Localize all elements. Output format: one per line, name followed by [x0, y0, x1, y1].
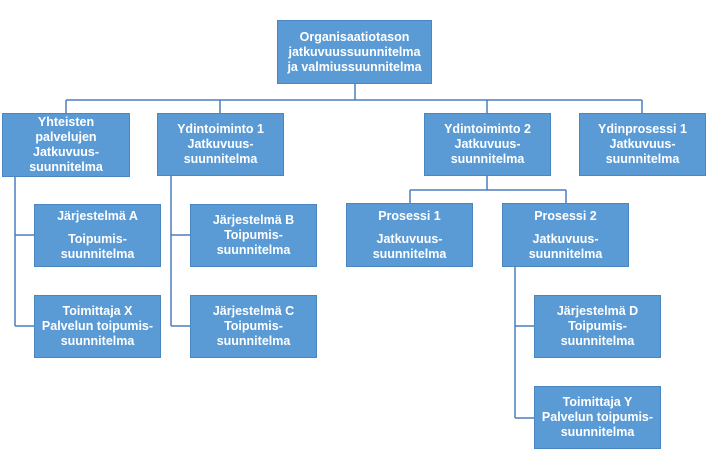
jarjestelma-c-line-2: Toipumis-: [224, 319, 283, 333]
node-jarjestelma-a: Järjestelmä A Toipumis- suunnitelma: [34, 204, 161, 267]
node-jarjestelma-d: Järjestelmä D Toipumis- suunnitelma: [534, 295, 661, 358]
jarjestelma-b-line-3: suunnitelma: [216, 243, 291, 257]
prosessi1-line-3: suunnitelma: [372, 246, 447, 261]
ydintoiminto2-line-2: Jatkuvuus-: [454, 137, 521, 151]
toimittaja-x-line-3: suunnitelma: [60, 334, 135, 348]
ydintoiminto1-line-3: suunnitelma: [183, 152, 258, 166]
jarjestelma-d-line-3: suunnitelma: [560, 334, 635, 348]
toimittaja-y-line-1: Toimittaja Y: [562, 395, 633, 409]
jarjestelma-d-line-1: Järjestelmä D: [556, 304, 639, 318]
ydinprosessi1-line-3: suunnitelma: [605, 152, 680, 166]
prosessi1-line-1: Prosessi 1: [378, 208, 441, 223]
ydintoiminto1-line-2: Jatkuvuus-: [187, 137, 254, 151]
node-jarjestelma-b: Järjestelmä B Toipumis- suunnitelma: [190, 204, 317, 267]
node-ydintoiminto-1: Ydintoiminto 1 Jatkuvuus- suunnitelma: [157, 113, 284, 176]
toimittaja-y-line-3: suunnitelma: [560, 425, 635, 439]
jarjestelma-c-line-1: Järjestelmä C: [212, 304, 295, 318]
jarjestelma-a-line-3: suunnitelma: [60, 247, 135, 261]
ydintoiminto1-line-1: Ydintoiminto 1: [177, 122, 264, 136]
root-line-1: Organisaatiotason: [299, 29, 410, 44]
jarjestelma-b-line-1: Järjestelmä B: [212, 213, 295, 227]
yhteiset-line-1: Yhteisten: [37, 115, 95, 129]
prosessi2-line-3: suunnitelma: [528, 246, 603, 261]
node-prosessi-1: Prosessi 1 Jatkuvuus- suunnitelma: [346, 203, 473, 267]
prosessi2-line-1: Prosessi 2: [534, 208, 597, 223]
root-node: Organisaatiotason jatkuvuussuunnitelma j…: [277, 20, 432, 84]
node-yhteiset: Yhteisten palvelujen Jatkuvuus- suunnite…: [2, 113, 130, 177]
root-line-2: jatkuvuussuunnitelma: [288, 44, 421, 59]
node-jarjestelma-c: Järjestelmä C Toipumis- suunnitelma: [190, 295, 317, 358]
node-ydintoiminto-2: Ydintoiminto 2 Jatkuvuus- suunnitelma: [424, 113, 551, 176]
ydintoiminto2-line-3: suunnitelma: [450, 152, 525, 166]
root-line-3: ja valmiussuunnitelma: [287, 59, 422, 74]
toimittaja-x-line-1: Toimittaja X: [62, 304, 133, 318]
jarjestelma-a-line-2: Toipumis-: [68, 232, 127, 246]
ydinprosessi1-line-2: Jatkuvuus-: [609, 137, 676, 151]
node-ydinprosessi-1: Ydinprosessi 1 Jatkuvuus- suunnitelma: [579, 113, 706, 176]
yhteiset-line-3: Jatkuvuus-: [33, 145, 99, 159]
jarjestelma-d-line-2: Toipumis-: [568, 319, 627, 333]
ydintoiminto2-line-1: Ydintoiminto 2: [444, 122, 531, 136]
yhteiset-line-2: palvelujen: [35, 130, 97, 144]
node-toimittaja-x: Toimittaja X Palvelun toipumis- suunnite…: [34, 295, 161, 358]
jarjestelma-b-line-2: Toipumis-: [224, 228, 283, 242]
ydinprosessi1-line-1: Ydinprosessi 1: [598, 122, 687, 136]
toimittaja-x-line-2: Palvelun toipumis-: [41, 319, 154, 333]
toimittaja-y-line-2: Palvelun toipumis-: [541, 410, 654, 424]
jarjestelma-c-line-3: suunnitelma: [216, 334, 291, 348]
prosessi1-line-2: Jatkuvuus-: [376, 231, 443, 246]
node-prosessi-2: Prosessi 2 Jatkuvuus- suunnitelma: [502, 203, 629, 267]
jarjestelma-a-line-1: Järjestelmä A: [57, 209, 138, 223]
prosessi2-line-2: Jatkuvuus-: [532, 231, 599, 246]
yhteiset-line-4: suunnitelma: [29, 160, 103, 174]
node-toimittaja-y: Toimittaja Y Palvelun toipumis- suunnite…: [534, 386, 661, 449]
